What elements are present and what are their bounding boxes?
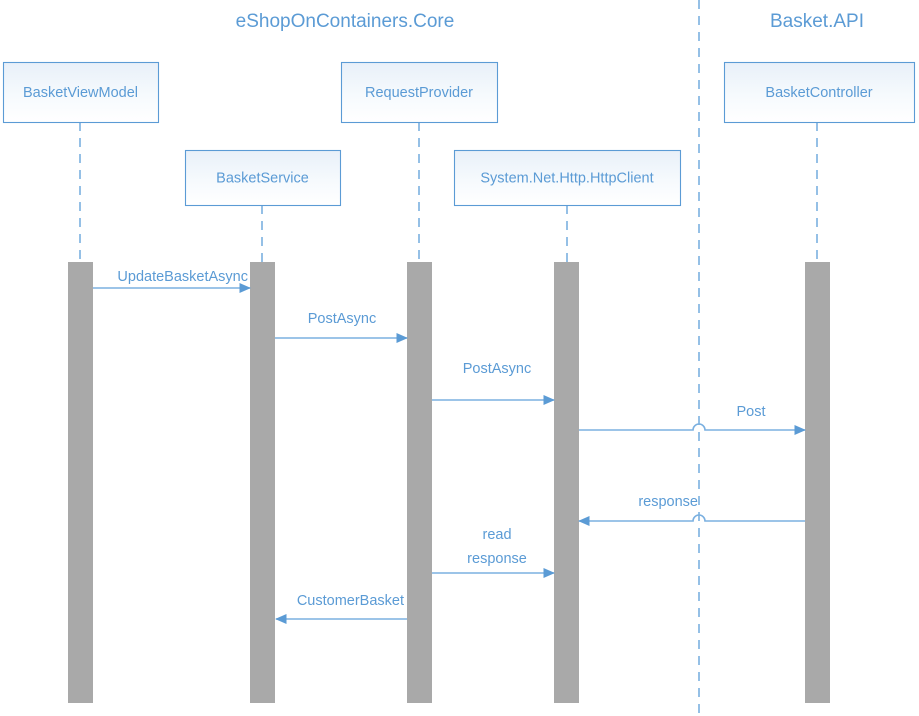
participant-label-basketservice: BasketService <box>216 170 309 186</box>
participant-box-httpclient[interactable]: System.Net.Http.HttpClient <box>453 149 682 207</box>
activation-bar-requestprovider <box>407 262 432 703</box>
participant-label-basketviewmodel: BasketViewModel <box>23 85 138 101</box>
participant-box-basketcontroller[interactable]: BasketController <box>723 61 916 124</box>
message-m2-postasync[interactable]: PostAsync <box>275 311 408 344</box>
activation-bar-basketviewmodel <box>68 262 93 703</box>
message-m1-updatebasketasync[interactable]: UpdateBasketAsync <box>93 269 251 294</box>
participant-box-rect-basketviewmodel <box>2 61 160 124</box>
participant-label-httpclient: System.Net.Http.HttpClient <box>480 170 653 186</box>
message-label-postasync: PostAsync <box>308 311 377 327</box>
message-arrow-post <box>579 423 806 436</box>
group-titles-layer: eShopOnContainers.Core Basket.API <box>236 11 864 32</box>
group-title-core: eShopOnContainers.Core <box>236 11 455 32</box>
participant-box-rect-basketcontroller <box>723 61 916 124</box>
participant-box-rect-requestprovider <box>340 61 499 124</box>
participant-box-basketviewmodel[interactable]: BasketViewModel <box>2 61 160 124</box>
message-m5-response[interactable]: response <box>578 494 805 527</box>
activation-bar-basketcontroller <box>805 262 830 703</box>
activation-bar-basketservice <box>250 262 275 703</box>
message-arrow-response <box>578 514 805 527</box>
message-label-postasync: PostAsync <box>463 361 532 377</box>
message-m3-postasync[interactable]: PostAsync <box>432 361 555 406</box>
lifelines-layer <box>79 122 818 262</box>
group-title-api: Basket.API <box>770 11 864 32</box>
messages-layer: UpdateBasketAsyncPostAsyncPostAsyncPostr… <box>93 269 806 625</box>
participant-box-rect-httpclient <box>453 149 682 207</box>
message-label-post: Post <box>736 404 765 420</box>
activation-bars-layer <box>68 262 830 703</box>
participant-box-basketservice[interactable]: BasketService <box>184 149 342 207</box>
message-m4-post[interactable]: Post <box>579 404 806 436</box>
participant-box-requestprovider[interactable]: RequestProvider <box>340 61 499 124</box>
message-label-response: response <box>638 494 698 510</box>
participant-label-basketcontroller: BasketController <box>765 85 872 101</box>
participant-box-rect-basketservice <box>184 149 342 207</box>
activation-bar-httpclient <box>554 262 579 703</box>
message-label-customerbasket: CustomerBasket <box>297 593 404 609</box>
participant-label-requestprovider: RequestProvider <box>365 85 473 101</box>
message-label-updatebasketasync: UpdateBasketAsync <box>117 269 248 285</box>
message-m7-customerbasket[interactable]: CustomerBasket <box>275 593 407 625</box>
